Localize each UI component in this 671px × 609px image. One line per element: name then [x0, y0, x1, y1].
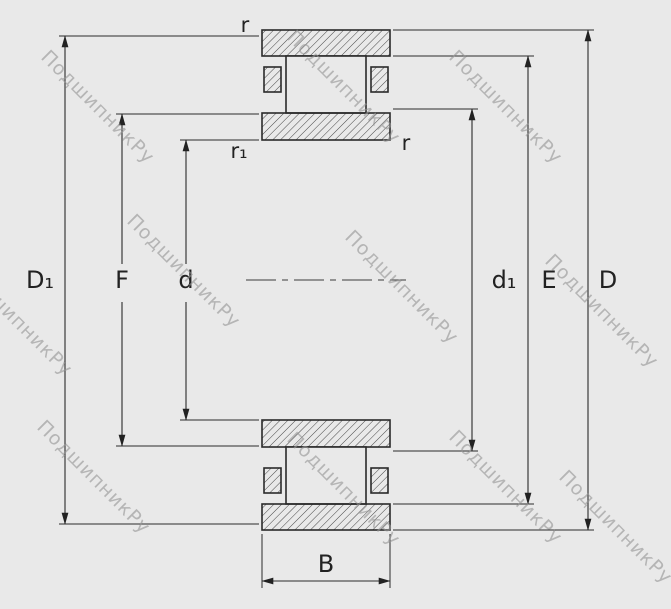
- roller-bottom: [285, 446, 367, 505]
- label-r-top: r: [241, 13, 250, 37]
- roller-top: [285, 55, 367, 114]
- label-d: d: [178, 266, 193, 294]
- label-E: E: [541, 266, 556, 294]
- label-B: B: [318, 550, 334, 578]
- inner-ring-bottom: [261, 419, 391, 448]
- label-d1: d₁: [492, 266, 517, 294]
- label-F: F: [115, 266, 129, 294]
- cage-top-right: [370, 66, 389, 93]
- outer-ring-bottom: [261, 503, 391, 531]
- cage-top-left: [263, 66, 282, 93]
- label-D: D: [599, 266, 617, 294]
- bearing-bottom-half: [261, 419, 391, 531]
- outer-ring-top: [261, 29, 391, 57]
- cage-bottom-right: [370, 467, 389, 494]
- label-r-right: r: [402, 131, 411, 155]
- label-r1-left: r₁: [230, 139, 247, 163]
- cage-bottom-left: [263, 467, 282, 494]
- inner-ring-top: [261, 112, 391, 141]
- bearing-top-half: [261, 29, 391, 141]
- dimension-lines: [61, 29, 592, 585]
- label-D1: D₁: [26, 266, 54, 294]
